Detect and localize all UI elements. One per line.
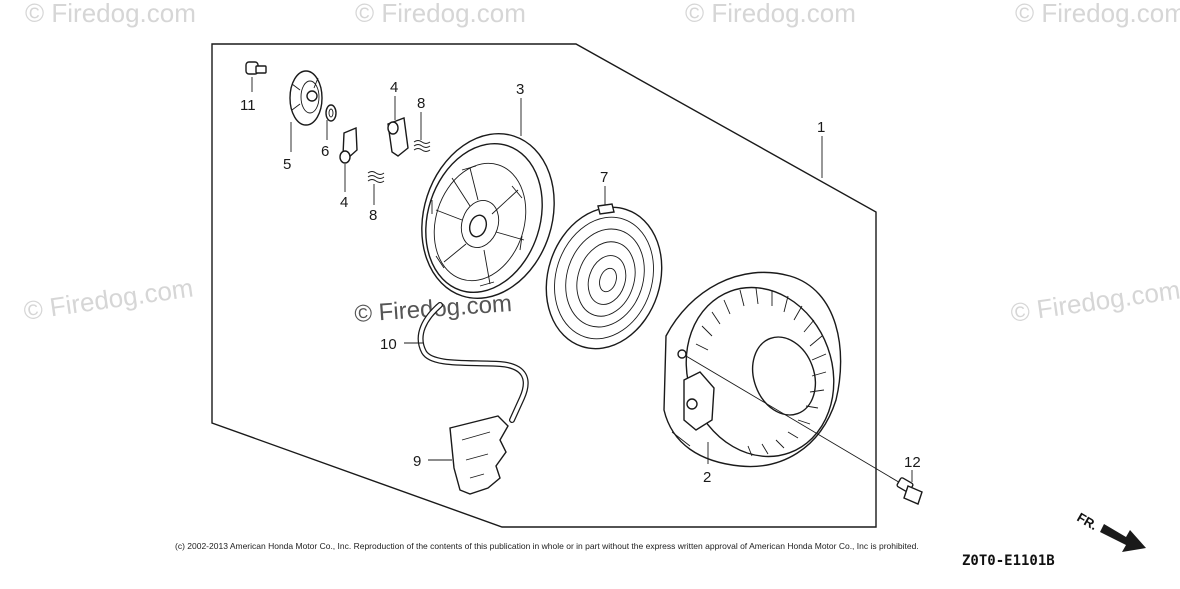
callout-6: 6 <box>321 143 329 160</box>
copyright-notice: (c) 2002-2013 American Honda Motor Co., … <box>175 541 919 551</box>
watermark: © Firedog.com <box>22 272 195 325</box>
watermark: © Firedog.com <box>1009 274 1180 327</box>
callout-3: 3 <box>516 81 524 98</box>
callout-7: 7 <box>600 169 608 186</box>
part-12-bolt <box>685 355 923 505</box>
watermark: © Firedog.com <box>355 0 526 28</box>
callout-4-lower: 4 <box>340 194 348 211</box>
callout-8-lower: 8 <box>369 207 377 224</box>
callout-9: 9 <box>413 453 421 470</box>
callout-2: 2 <box>703 469 711 486</box>
assembly-border <box>211 43 877 528</box>
callout-11: 11 <box>240 97 256 114</box>
callout-5: 5 <box>283 156 291 173</box>
part-4-pawl-upper <box>387 96 409 157</box>
front-direction-arrow-icon: FR. <box>1075 510 1146 552</box>
callout-1: 1 <box>817 119 825 136</box>
part-4-pawl-lower <box>339 126 358 192</box>
part-8-spring-upper <box>413 112 431 152</box>
part-6-washer <box>325 104 337 140</box>
callout-8-upper: 8 <box>417 95 425 112</box>
part-5-plate <box>289 70 323 152</box>
part-3-reel <box>421 98 555 300</box>
part-2-starter-case <box>663 271 842 468</box>
watermark: © Firedog.com <box>25 0 196 28</box>
direction-label: FR. <box>1075 510 1101 533</box>
watermark: © Firedog.com <box>1015 0 1180 28</box>
callout-10: 10 <box>380 336 397 353</box>
part-10-rope <box>404 302 529 423</box>
part-7-spring <box>545 186 663 350</box>
part-11-bolt <box>245 61 267 92</box>
callout-4-upper: 4 <box>390 79 398 96</box>
part-8-spring-lower <box>367 171 385 205</box>
part-9-handle <box>428 415 509 495</box>
watermark: © Firedog.com <box>685 0 856 28</box>
callout-12: 12 <box>904 454 921 471</box>
diagram-code: Z0T0-E1101B <box>962 553 1055 569</box>
